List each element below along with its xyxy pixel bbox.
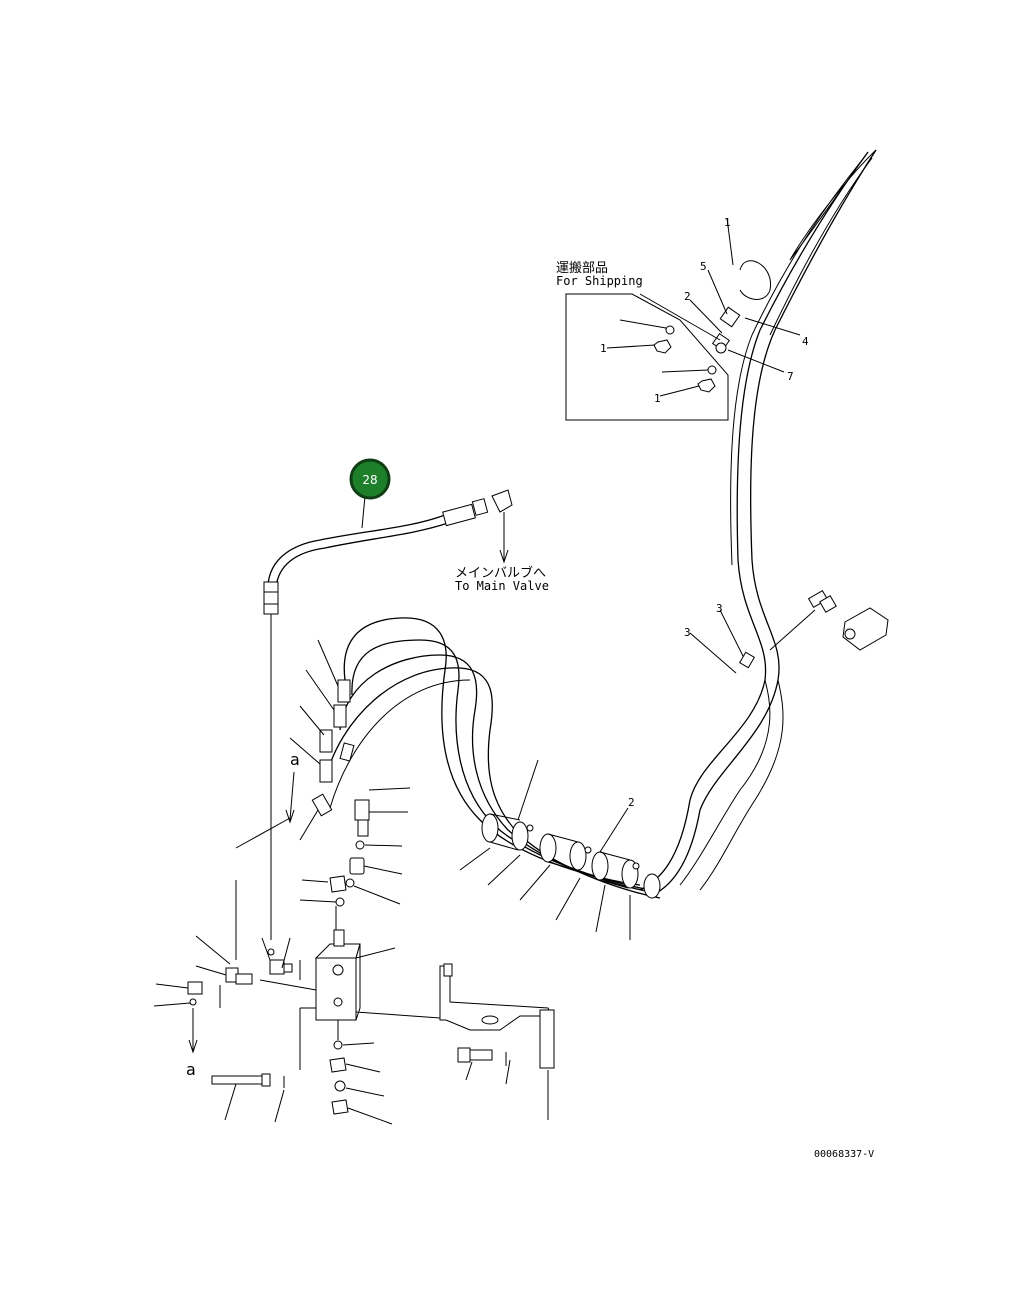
- svg-text:4: 4: [802, 335, 809, 348]
- svg-text:1: 1: [724, 216, 731, 229]
- main-valve-label-en: To Main Valve: [455, 579, 549, 593]
- svg-text:2: 2: [684, 290, 691, 303]
- svg-text:5: 5: [700, 260, 707, 273]
- view-marker-lower: a: [186, 1060, 196, 1079]
- to-main-valve: メインバルブへ To Main Valve: [455, 512, 549, 593]
- callout-number: 28: [362, 473, 377, 487]
- main-valve-label-jp: メインバルブへ: [455, 565, 546, 581]
- clamp-band-icon: [539, 833, 587, 871]
- long-hose-bundle: [639, 149, 877, 897]
- elbow-fitting-icon: [491, 489, 513, 513]
- bolt-left: [211, 1073, 285, 1123]
- svg-text:3: 3: [684, 626, 691, 639]
- view-marker-upper: a: [285, 750, 300, 824]
- svg-text:1: 1: [600, 342, 607, 355]
- middle-hose-bundle: [324, 617, 661, 899]
- svg-text:1: 1: [654, 392, 661, 405]
- bracket: [439, 963, 555, 1120]
- svg-text:3: 3: [716, 602, 723, 615]
- valve-bottom-fittings: [329, 1020, 393, 1125]
- valve-left-fittings: [153, 817, 441, 1070]
- hex-plug-icon: [653, 339, 672, 354]
- connector-group-right: 3 3: [684, 589, 889, 674]
- shipping-label-en: For Shipping: [556, 274, 643, 288]
- clamp-band-icon: [481, 813, 529, 851]
- hose-28[interactable]: [263, 489, 513, 615]
- svg-text:7: 7: [787, 370, 794, 383]
- callout-28[interactable]: 28: [349, 458, 391, 500]
- hex-plug-icon: [697, 378, 716, 393]
- svg-text:a: a: [186, 1060, 196, 1079]
- connector-block-icon: [842, 607, 889, 651]
- valve-top-fittings: [299, 787, 411, 930]
- svg-text:2: 2: [628, 796, 635, 809]
- for-shipping-box: 運搬部品 For Shipping 1 1: [556, 261, 729, 421]
- valve-block: [314, 929, 396, 1021]
- shipping-label-jp: 運搬部品: [556, 261, 608, 276]
- svg-text:a: a: [290, 750, 300, 769]
- hose-end-fittings-left: [289, 639, 355, 841]
- drawing-number: 00068337-V: [814, 1149, 874, 1160]
- clamp-bands: x 2: [459, 759, 661, 940]
